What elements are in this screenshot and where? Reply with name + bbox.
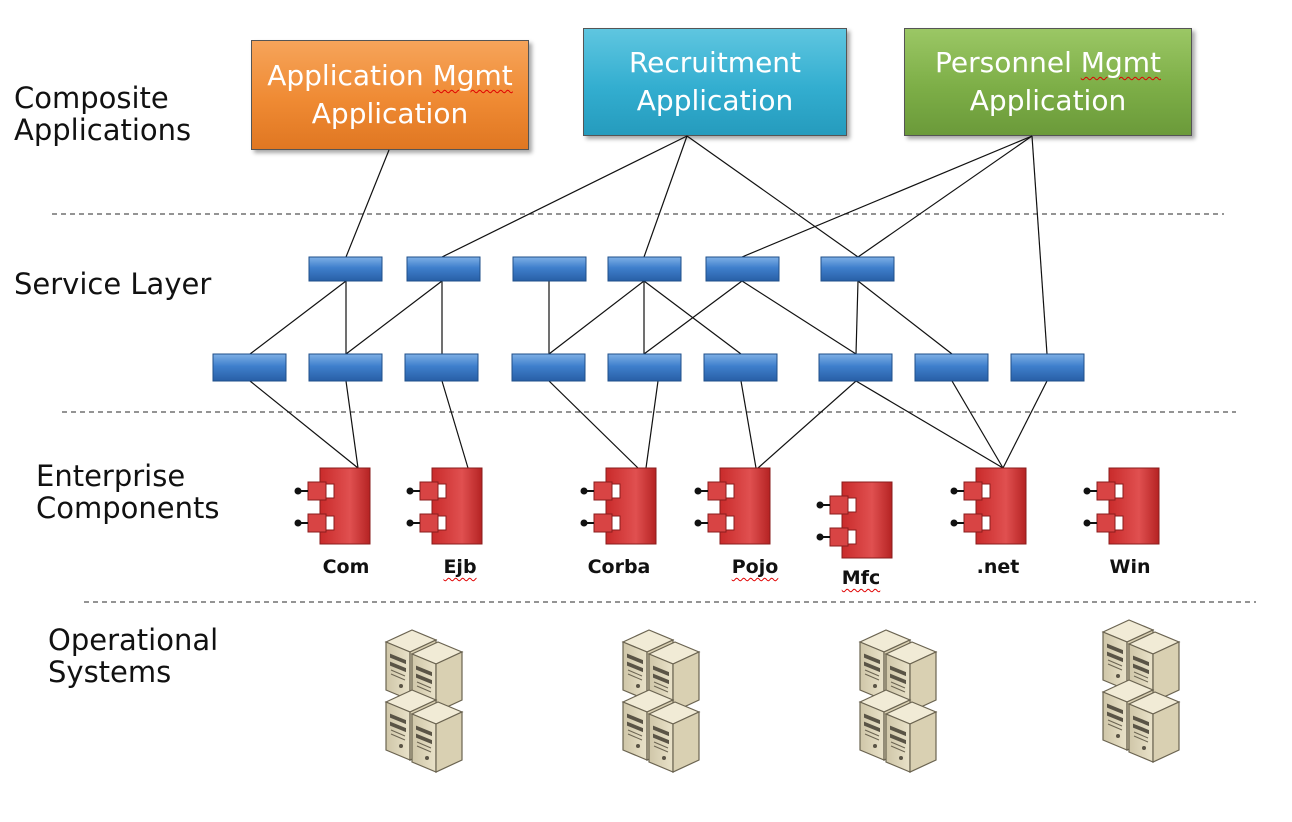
service-block-icon <box>308 353 383 382</box>
server-stack-icon <box>1103 620 1179 762</box>
server-stacks <box>386 620 1179 772</box>
component-icon <box>293 467 371 545</box>
service-block-icon <box>212 353 287 382</box>
service-block-icon <box>607 256 682 282</box>
component-label-corba: Corba <box>587 556 651 578</box>
service-block-icon <box>607 353 682 382</box>
app-mgmt-title-part1: Application <box>267 59 433 92</box>
app-mgmt-subtitle: Application <box>311 97 469 130</box>
component-label-ejb: Ejb <box>443 556 477 578</box>
server-stack-icon <box>386 630 462 772</box>
component-icon <box>405 467 483 545</box>
layer-label-service: Service Layer <box>14 267 212 301</box>
layer-label-composite: Composite Applications <box>14 81 192 147</box>
service-block-icon <box>703 353 778 382</box>
server-stack-icon <box>860 630 936 772</box>
service-block-icon <box>512 256 587 282</box>
component-icons <box>293 467 1160 559</box>
personnel-subtitle: Application <box>969 84 1127 117</box>
service-block-icon <box>818 353 893 382</box>
layer-label-enterprise: Enterprise Components <box>36 459 220 525</box>
service-block-icon <box>511 353 586 382</box>
layer-dividers <box>52 213 1256 603</box>
service-block-icon <box>406 256 481 282</box>
service-block-icon <box>914 353 989 382</box>
component-label-mfc: Mfc <box>841 567 881 589</box>
personnel-mgmt-application-box: Personnel Mgmt Application <box>904 28 1192 136</box>
personnel-title-part1: Personnel <box>935 46 1081 79</box>
app-mgmt-application-box: Application Mgmt Application <box>251 40 529 150</box>
component-icon <box>1082 467 1160 545</box>
recruitment-application-box: Recruitment Application <box>583 28 847 136</box>
component-icon <box>815 481 893 559</box>
server-stack-icon <box>623 630 699 772</box>
layer-label-operational: Operational Systems <box>48 623 219 689</box>
component-icon <box>949 467 1027 545</box>
recruitment-title: Recruitment <box>628 46 802 79</box>
component-label-win: Win <box>1109 556 1151 578</box>
component-icon <box>693 467 771 545</box>
service-block-icon <box>1010 353 1085 382</box>
service-row-bottom <box>212 353 1085 382</box>
connector-lines <box>249 135 1048 469</box>
personnel-title-part2: Mgmt <box>1080 46 1161 79</box>
recruitment-subtitle: Application <box>636 84 794 117</box>
component-icon <box>579 467 657 545</box>
service-block-icon <box>820 256 895 282</box>
service-block-icon <box>404 353 479 382</box>
app-mgmt-title-part2: Mgmt <box>432 59 513 92</box>
service-block-icon <box>308 256 383 282</box>
service-row-top <box>308 256 895 282</box>
service-block-icon <box>705 256 780 282</box>
component-label-net: .net <box>976 556 1020 578</box>
component-label-pojo: Pojo <box>731 556 779 578</box>
component-label-com: Com <box>322 556 370 578</box>
